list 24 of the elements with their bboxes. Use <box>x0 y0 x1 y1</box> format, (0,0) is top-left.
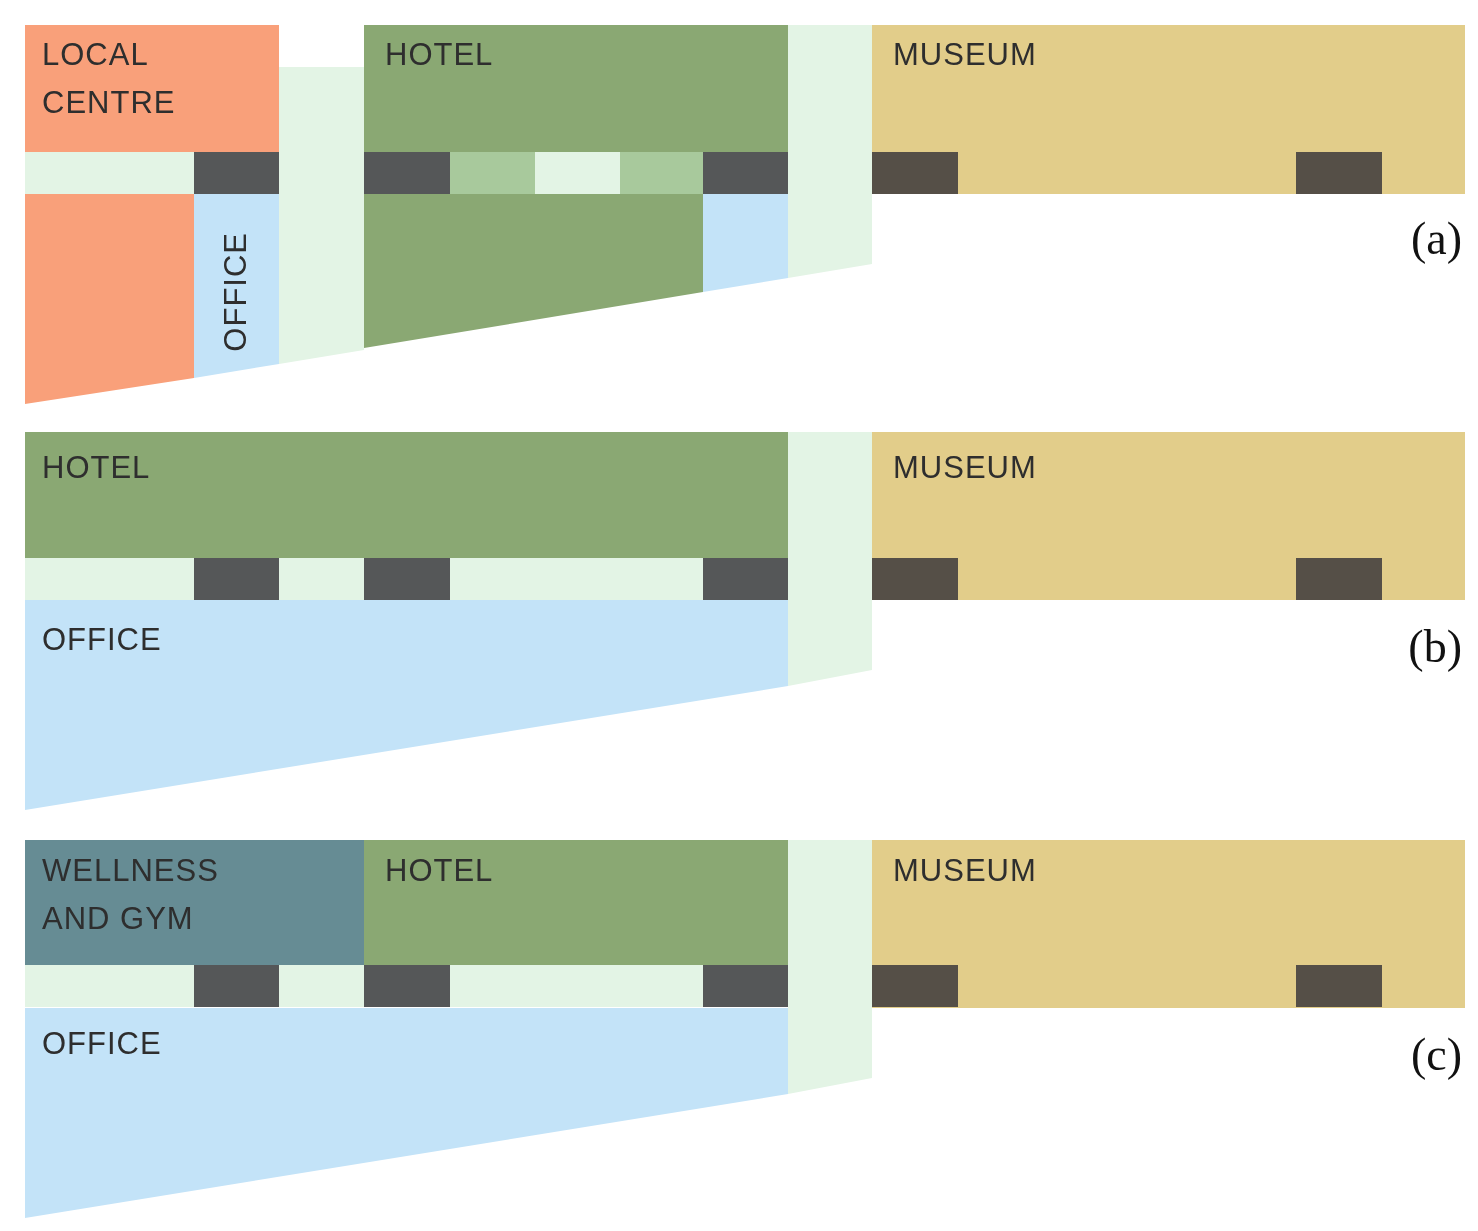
room-area <box>872 432 1465 600</box>
room-label: LOCAL CENTRE <box>42 36 177 122</box>
room-area <box>872 840 1465 1008</box>
room-label: OFFICE <box>217 232 254 352</box>
room-label: WELLNESS AND GYM <box>42 852 220 938</box>
room-area <box>25 600 788 810</box>
room-area <box>364 25 788 348</box>
room-area <box>364 840 788 965</box>
room-label: OFFICE <box>42 1025 162 1063</box>
panel-label: (b) <box>1408 620 1462 673</box>
room-label: MUSEUM <box>893 852 1037 890</box>
room-area <box>872 25 1465 194</box>
room-label: HOTEL <box>385 36 494 74</box>
room-label: MUSEUM <box>893 449 1037 487</box>
panel-label: (c) <box>1410 1028 1462 1081</box>
room-area <box>25 840 364 965</box>
room-label: OFFICE <box>42 621 162 659</box>
room-area <box>25 25 279 404</box>
room-label: MUSEUM <box>893 36 1037 74</box>
room-area <box>25 432 788 558</box>
room-area <box>25 1008 788 1218</box>
room-label: HOTEL <box>385 852 494 890</box>
room-label: HOTEL <box>42 449 151 487</box>
panel-label: (a) <box>1410 212 1462 265</box>
